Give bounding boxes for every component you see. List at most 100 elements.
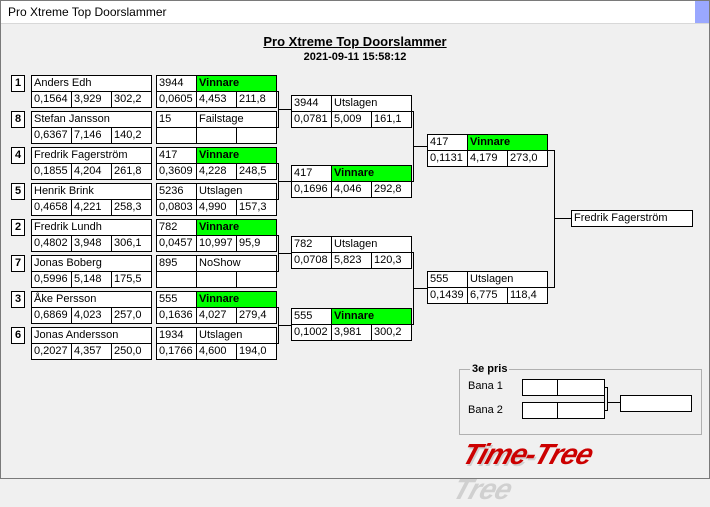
r1-result-result-0[interactable]: 0,1766 — [156, 343, 197, 360]
r2-result-status[interactable]: Vinnare — [331, 308, 412, 325]
r1-result-status[interactable]: Utslagen — [196, 327, 277, 344]
semi-result-result-1[interactable]: 6,775 — [467, 287, 508, 304]
r1-result-number[interactable]: 3944 — [156, 75, 197, 92]
r1-result-status[interactable]: Vinnare — [196, 75, 277, 92]
r1-result-result-0[interactable] — [156, 127, 197, 144]
driver-time-1[interactable]: 4,221 — [71, 199, 112, 216]
r2-result-result-1[interactable]: 4,046 — [331, 181, 372, 198]
r1-result-result-1[interactable]: 4,027 — [196, 307, 237, 324]
r1-result-result-1[interactable]: 4,228 — [196, 163, 237, 180]
driver-time-0[interactable]: 0,6869 — [31, 307, 72, 324]
driver-time-1[interactable]: 4,357 — [71, 343, 112, 360]
driver-name[interactable]: Jonas Andersson — [31, 327, 152, 344]
driver-time-1[interactable]: 4,204 — [71, 163, 112, 180]
r2-result-result-2[interactable]: 161,1 — [371, 111, 412, 128]
lane2-status-field[interactable] — [557, 402, 605, 419]
driver-name[interactable]: Stefan Jansson — [31, 111, 152, 128]
semi-result-result-0[interactable]: 0,1439 — [427, 287, 468, 304]
r2-result-result-2[interactable]: 292,8 — [371, 181, 412, 198]
r1-result-result-1[interactable]: 4,453 — [196, 91, 237, 108]
driver-time-2[interactable]: 306,1 — [111, 235, 152, 252]
r1-result-result-0[interactable]: 0,0803 — [156, 199, 197, 216]
driver-time-1[interactable]: 3,948 — [71, 235, 112, 252]
r2-result-result-1[interactable]: 5,009 — [331, 111, 372, 128]
r1-result-number[interactable]: 15 — [156, 111, 197, 128]
r1-result-result-1[interactable] — [196, 127, 237, 144]
driver-time-2[interactable]: 250,0 — [111, 343, 152, 360]
r2-result-result-1[interactable]: 3,981 — [331, 324, 372, 341]
semi-result-status[interactable]: Vinnare — [467, 134, 548, 151]
lane1-number-field[interactable] — [522, 379, 558, 396]
r1-result-status[interactable]: Vinnare — [196, 147, 277, 164]
driver-time-0[interactable]: 0,2027 — [31, 343, 72, 360]
r1-result-result-1[interactable]: 4,600 — [196, 343, 237, 360]
driver-time-2[interactable]: 302,2 — [111, 91, 152, 108]
driver-time-0[interactable]: 0,4802 — [31, 235, 72, 252]
r1-result-status[interactable]: NoShow — [196, 255, 277, 272]
semi-result-number[interactable]: 417 — [427, 134, 468, 151]
r1-result-status[interactable]: Failstage — [196, 111, 277, 128]
semi-result-result-2[interactable]: 273,0 — [507, 150, 548, 167]
driver-time-0[interactable]: 0,5996 — [31, 271, 72, 288]
driver-time-2[interactable]: 261,8 — [111, 163, 152, 180]
r2-result-result-2[interactable]: 300,2 — [371, 324, 412, 341]
driver-time-2[interactable]: 175,5 — [111, 271, 152, 288]
driver-time-1[interactable]: 7,146 — [71, 127, 112, 144]
third-prize-winner-field[interactable] — [620, 395, 692, 412]
driver-time-1[interactable]: 4,023 — [71, 307, 112, 324]
lane2-number-field[interactable] — [522, 402, 558, 419]
r2-result-result-0[interactable]: 0,1002 — [291, 324, 332, 341]
driver-time-0[interactable]: 0,4658 — [31, 199, 72, 216]
r2-result-result-1[interactable]: 5,823 — [331, 252, 372, 269]
r2-result-number[interactable]: 555 — [291, 308, 332, 325]
driver-time-0[interactable]: 0,1855 — [31, 163, 72, 180]
r1-result-result-0[interactable]: 0,0605 — [156, 91, 197, 108]
driver-time-0[interactable]: 0,6367 — [31, 127, 72, 144]
driver-time-1[interactable]: 5,148 — [71, 271, 112, 288]
r1-result-result-2[interactable]: 248,5 — [236, 163, 277, 180]
r2-result-result-2[interactable]: 120,3 — [371, 252, 412, 269]
r1-result-result-2[interactable] — [236, 127, 277, 144]
r2-result-result-0[interactable]: 0,0781 — [291, 111, 332, 128]
driver-name[interactable]: Åke Persson — [31, 291, 152, 308]
driver-time-0[interactable]: 0,1564 — [31, 91, 72, 108]
driver-name[interactable]: Henrik Brink — [31, 183, 152, 200]
driver-name[interactable]: Anders Edh — [31, 75, 152, 92]
r1-result-status[interactable]: Vinnare — [196, 291, 277, 308]
semi-result-number[interactable]: 555 — [427, 271, 468, 288]
semi-result-result-1[interactable]: 4,179 — [467, 150, 508, 167]
r1-result-number[interactable]: 782 — [156, 219, 197, 236]
r2-result-status[interactable]: Utslagen — [331, 95, 412, 112]
semi-result-result-2[interactable]: 118,4 — [507, 287, 548, 304]
final-winner-name[interactable]: Fredrik Fagerström — [571, 210, 693, 227]
r1-result-number[interactable]: 5236 — [156, 183, 197, 200]
r2-result-status[interactable]: Utslagen — [331, 236, 412, 253]
driver-time-2[interactable]: 257,0 — [111, 307, 152, 324]
r1-result-result-0[interactable] — [156, 271, 197, 288]
r1-result-result-0[interactable]: 0,1636 — [156, 307, 197, 324]
driver-name[interactable]: Fredrik Lundh — [31, 219, 152, 236]
r2-result-result-0[interactable]: 0,1696 — [291, 181, 332, 198]
r1-result-result-0[interactable]: 0,3609 — [156, 163, 197, 180]
driver-name[interactable]: Fredrik Fagerström — [31, 147, 152, 164]
driver-time-1[interactable]: 3,929 — [71, 91, 112, 108]
lane1-status-field[interactable] — [557, 379, 605, 396]
driver-time-2[interactable]: 258,3 — [111, 199, 152, 216]
r1-result-result-1[interactable]: 4,990 — [196, 199, 237, 216]
r2-result-status[interactable]: Vinnare — [331, 165, 412, 182]
r1-result-result-2[interactable]: 194,0 — [236, 343, 277, 360]
driver-time-2[interactable]: 140,2 — [111, 127, 152, 144]
r1-result-result-2[interactable] — [236, 271, 277, 288]
r1-result-number[interactable]: 895 — [156, 255, 197, 272]
r1-result-result-1[interactable]: 10,997 — [196, 235, 237, 252]
semi-result-status[interactable]: Utslagen — [467, 271, 548, 288]
r1-result-number[interactable]: 417 — [156, 147, 197, 164]
r1-result-number[interactable]: 555 — [156, 291, 197, 308]
r1-result-result-2[interactable]: 211,8 — [236, 91, 277, 108]
driver-name[interactable]: Jonas Boberg — [31, 255, 152, 272]
r1-result-status[interactable]: Vinnare — [196, 219, 277, 236]
r1-result-result-2[interactable]: 95,9 — [236, 235, 277, 252]
semi-result-result-0[interactable]: 0,1131 — [427, 150, 468, 167]
r2-result-number[interactable]: 417 — [291, 165, 332, 182]
r1-result-result-1[interactable] — [196, 271, 237, 288]
